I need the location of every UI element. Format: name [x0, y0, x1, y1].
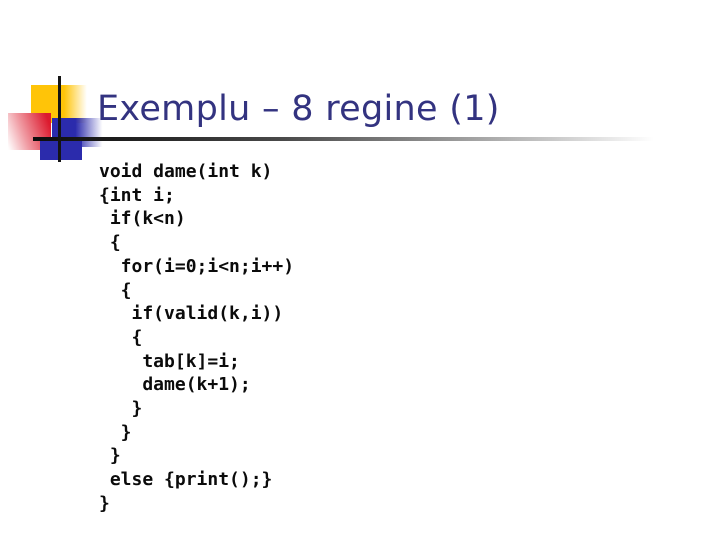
title-underline: [33, 137, 660, 141]
slide-title: Exemplu – 8 regine (1): [97, 89, 500, 129]
vertical-line-decoration: [58, 76, 61, 162]
blue-square-lower-decoration: [40, 139, 82, 160]
code-block: void dame(int k) {int i; if(k<n) { for(i…: [99, 161, 295, 514]
